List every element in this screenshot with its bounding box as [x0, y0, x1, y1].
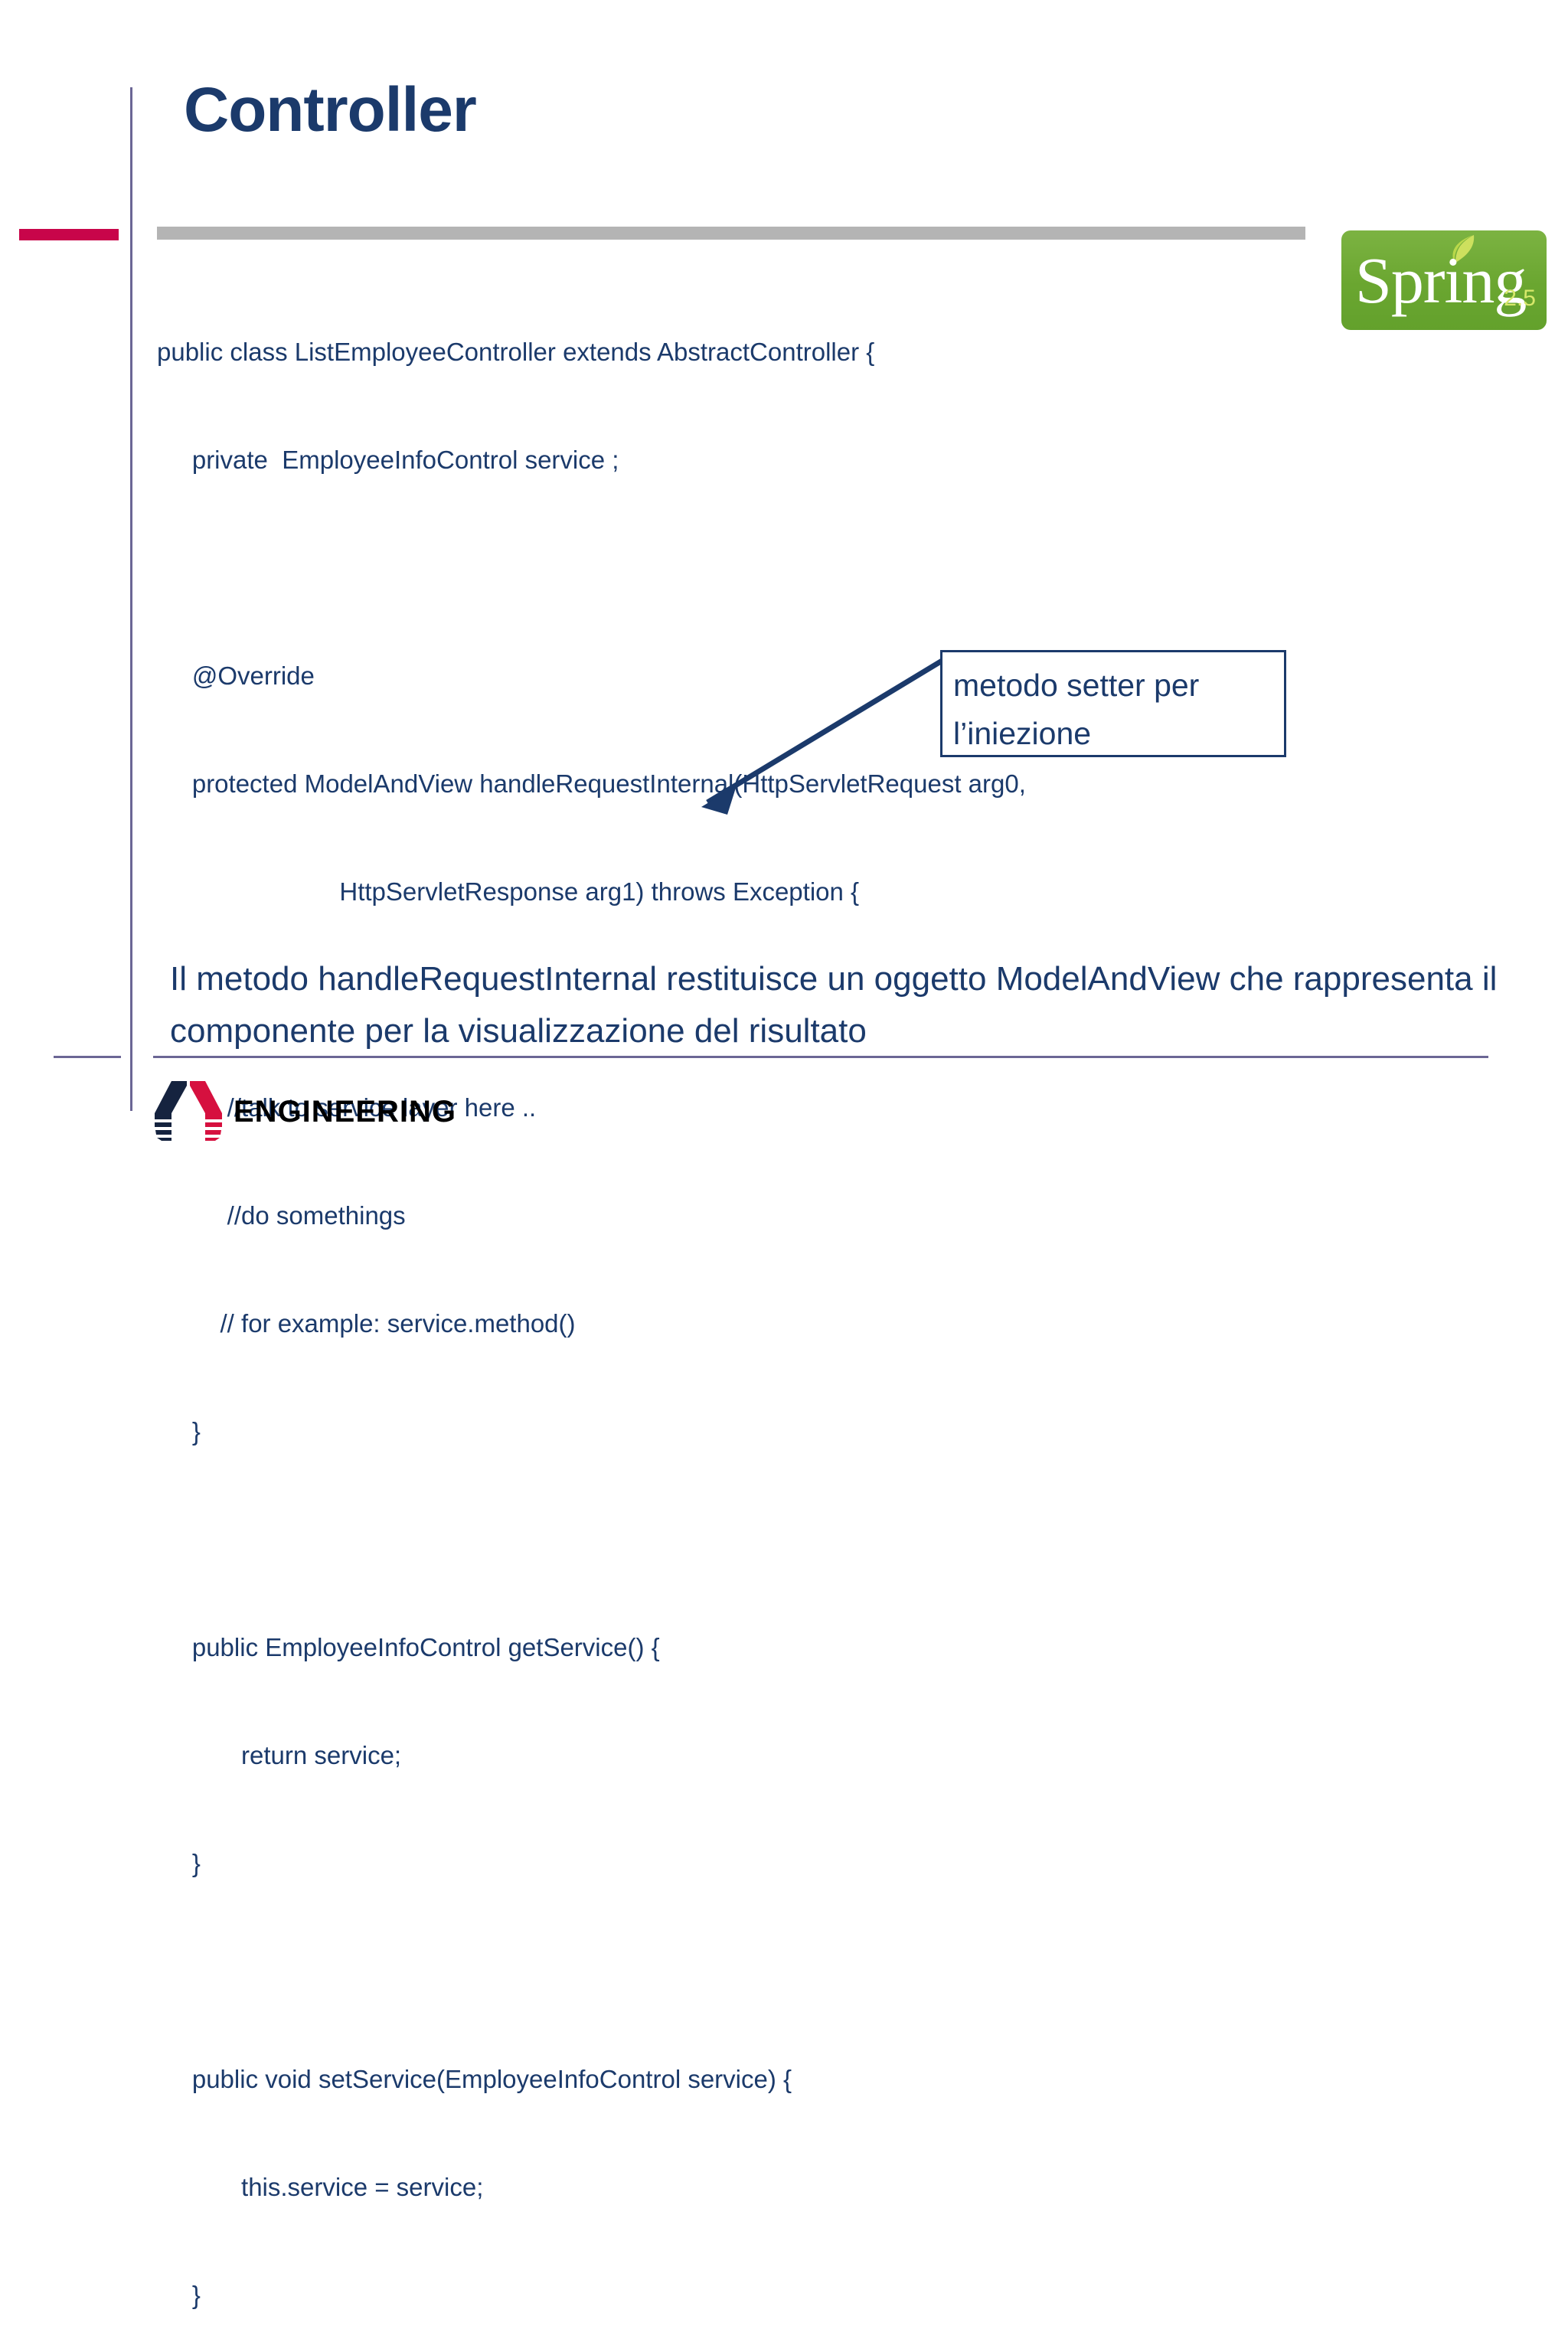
page-title: Controller [184, 75, 477, 145]
code-line: public EmployeeInfoControl getService() … [157, 1633, 660, 1661]
callout-line-2: l’iniezione [953, 716, 1092, 751]
code-blank-line [157, 1521, 1026, 1557]
code-line: protected ModelAndView handleRequestInte… [157, 769, 1026, 798]
code-line: @Override [157, 662, 315, 690]
engineering-mark-icon [155, 1081, 222, 1141]
callout-box: metodo setter per l’iniezione [940, 650, 1286, 757]
code-line: private EmployeeInfoControl service ; [157, 446, 619, 474]
spring-leaf-icon [1452, 235, 1475, 264]
engineering-logo: ENGINEERING [153, 1080, 456, 1145]
code-line: this.service = service; [157, 2173, 484, 2201]
code-line: } [157, 1849, 201, 1877]
code-line: //do somethings [157, 1201, 406, 1230]
code-line: // for example: service.method() [157, 1309, 576, 1338]
code-blank-line [157, 550, 1026, 586]
summary-paragraph: Il metodo handleRequestInternal restitui… [170, 960, 1498, 1050]
code-listing: public class ListEmployeeController exte… [157, 262, 1026, 2352]
left-accent-bar [19, 229, 119, 240]
callout-text: metodo setter per l’iniezione [953, 662, 1278, 758]
code-blank-line [157, 1953, 1026, 1989]
footer-rule-right [153, 1056, 1488, 1058]
spring-logo: Spring 2.5 [1341, 230, 1547, 330]
engineering-wordmark: ENGINEERING [234, 1095, 457, 1129]
code-line: } [157, 2281, 201, 2309]
code-line: } [157, 1417, 201, 1446]
title-separator-bar [157, 227, 1305, 240]
callout-line-1: metodo setter per [953, 668, 1200, 703]
code-line: HttpServletResponse arg1) throws Excepti… [157, 877, 860, 906]
code-line: return service; [157, 1741, 402, 1769]
code-line: //talk to service layer here .. [157, 1093, 537, 1122]
code-line: public void setService(EmployeeInfoContr… [157, 2065, 792, 2093]
code-line: public class ListEmployeeController exte… [157, 338, 875, 366]
footer-rule-left [54, 1056, 121, 1058]
spring-logo-wordmark: Spring [1355, 243, 1527, 317]
vertical-divider-rule [130, 87, 132, 1111]
slide-canvas: Controller Spring 2.5 public class ListE… [19, 75, 1547, 2309]
spring-logo-version: 2.5 [1504, 286, 1536, 311]
